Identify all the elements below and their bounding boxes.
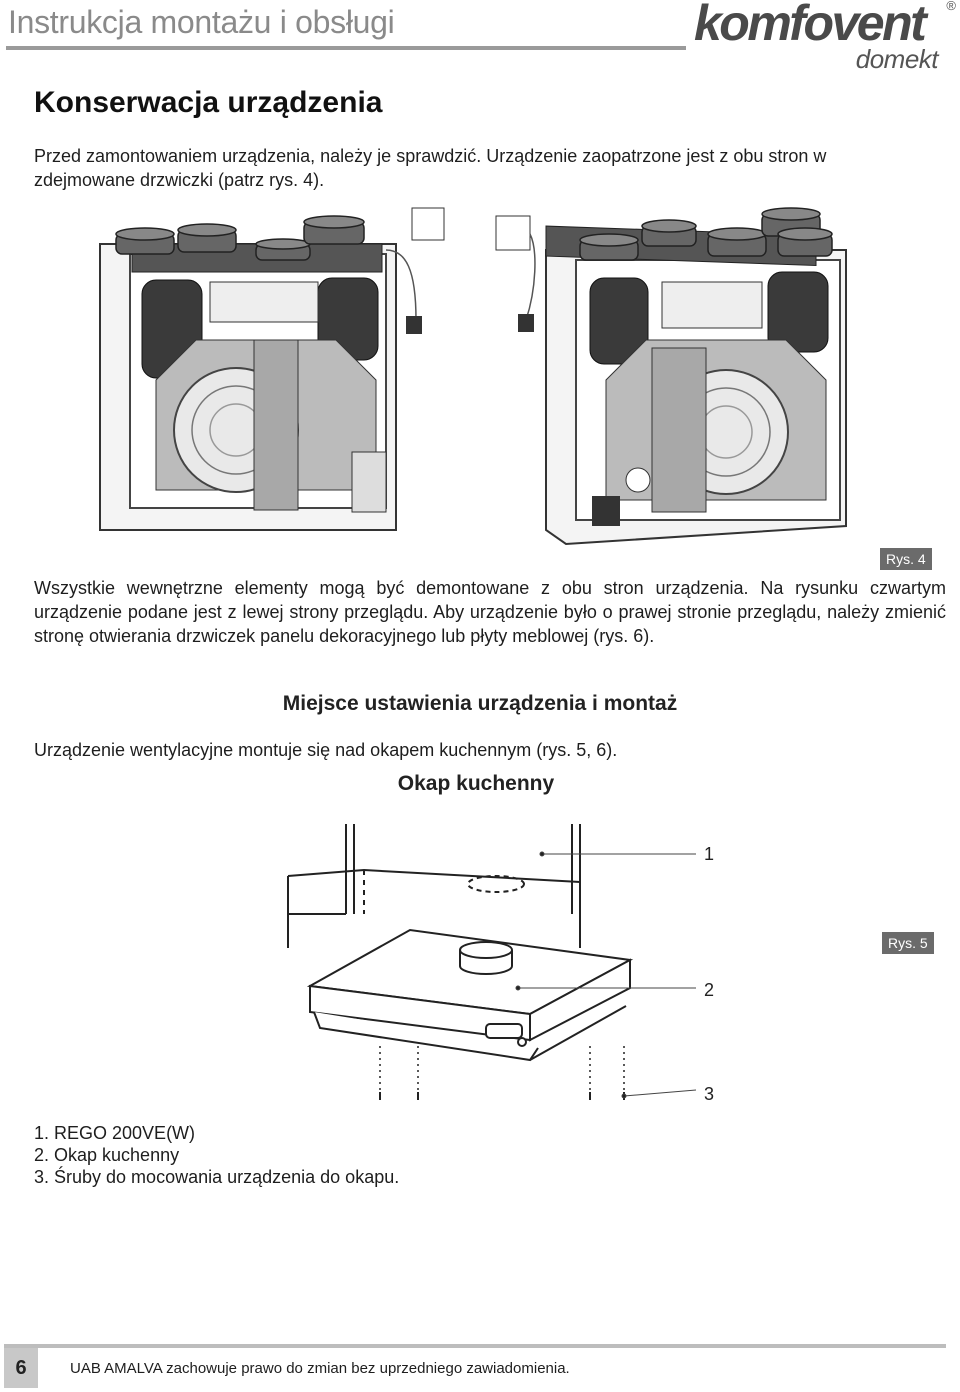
kitchen-hood-title: Okap kuchenny	[397, 772, 555, 795]
footer-rule	[4, 1344, 946, 1348]
registered-mark: ®	[946, 0, 956, 13]
installation-paragraph: Urządzenie wentylacyjne montuje się nad …	[34, 740, 618, 760]
figure-5-label: Rys. 5	[882, 932, 934, 954]
section-title: Konserwacja urządzenia	[34, 86, 383, 119]
hood-outlet-collar	[459, 941, 513, 975]
figure-4-ventilation-units	[99, 207, 847, 546]
disassembly-text: Wszystkie wewnętrzne elementy mogą być d…	[34, 578, 946, 646]
callout-1: 1	[704, 844, 715, 864]
footer-disclaimer: UAB AMALVA zachowuje prawo do zmian bez …	[70, 1360, 570, 1377]
legend-item: 3. Śruby do mocowania urządzenia do okap…	[34, 1167, 400, 1187]
installation-section-title: Miejsce ustawienia urządzenia i montaż	[282, 692, 678, 715]
header-rule	[6, 46, 686, 50]
intro-paragraph: Przed zamontowaniem urządzenia, należy j…	[34, 146, 827, 190]
ventilation-unit-casing	[287, 824, 581, 948]
logo-subbrand: domekt	[855, 44, 939, 74]
header-title: Instrukcja montażu i obsługi	[8, 4, 395, 40]
figure-5-kitchen-hood-diagram	[287, 824, 697, 1100]
callout-leaders	[515, 851, 697, 1099]
brand-logo: komfovent ® domekt	[694, 0, 956, 74]
figure-5-legend: 1. REGO 200VE(W) 2. Okap kuchenny 3. Śru…	[34, 1122, 399, 1188]
callout-3: 3	[704, 1084, 715, 1104]
mounting-screws	[379, 1046, 625, 1100]
legend-item: 2. Okap kuchenny	[34, 1145, 180, 1165]
callout-2: 2	[704, 980, 715, 1000]
unit-right-drawing	[495, 207, 847, 546]
disassembly-paragraph: Wszystkie wewnętrzne elementy mogą być d…	[8, 576, 946, 648]
page-number: 6	[4, 1348, 38, 1388]
legend-item: 1. REGO 200VE(W)	[34, 1123, 196, 1143]
unit-left-drawing	[99, 207, 445, 531]
figure-4-label: Rys. 4	[880, 548, 932, 570]
logo-wordmark: komfovent	[694, 0, 927, 51]
